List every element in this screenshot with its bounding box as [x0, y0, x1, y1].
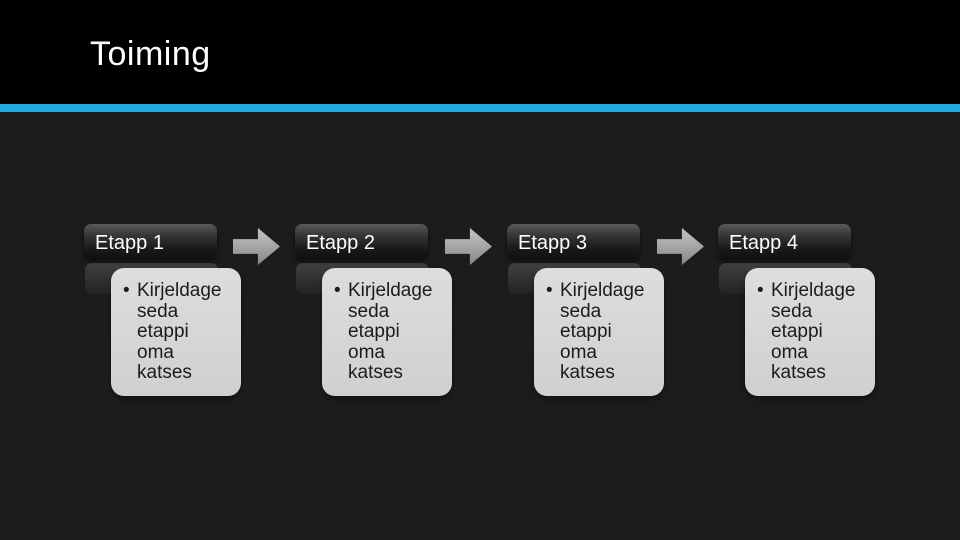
stage-1-label: Etapp 1: [95, 231, 164, 254]
bullet-icon: •: [546, 280, 553, 301]
stage-1-bullet-text: Kirjeldage seda etappi oma katses: [137, 280, 222, 383]
stage-4-card: • Kirjeldage seda etappi oma katses: [745, 268, 875, 396]
stage-4: Etapp 4 • Kirjeldage seda etappi oma kat…: [718, 224, 888, 399]
stage-3-bullet-text: Kirjeldage seda etappi oma katses: [560, 280, 645, 383]
stage-3-label: Etapp 3: [518, 231, 587, 254]
stage-4-header: Etapp 4: [718, 224, 851, 259]
stage-3: Etapp 3 • Kirjeldage seda etappi oma kat…: [507, 224, 677, 399]
stage-1: Etapp 1 • Kirjeldage seda etappi oma kat…: [84, 224, 254, 399]
stage-2-header: Etapp 2: [295, 224, 428, 259]
stage-4-bullet-text: Kirjeldage seda etappi oma katses: [771, 280, 856, 383]
stage-3-header: Etapp 3: [507, 224, 640, 259]
bullet-icon: •: [334, 280, 341, 301]
bullet-icon: •: [757, 280, 764, 301]
stage-3-card: • Kirjeldage seda etappi oma katses: [534, 268, 664, 396]
stage-4-label: Etapp 4: [729, 231, 798, 254]
title-band: [0, 0, 960, 104]
stage-2-card: • Kirjeldage seda etappi oma katses: [322, 268, 452, 396]
stage-2-label: Etapp 2: [306, 231, 375, 254]
slide-title: Toiming: [90, 35, 211, 73]
accent-divider: [0, 104, 960, 112]
stage-2-bullet-text: Kirjeldage seda etappi oma katses: [348, 280, 433, 383]
stage-1-card: • Kirjeldage seda etappi oma katses: [111, 268, 241, 396]
bullet-icon: •: [123, 280, 130, 301]
stage-2: Etapp 2 • Kirjeldage seda etappi oma kat…: [295, 224, 465, 399]
stage-1-header: Etapp 1: [84, 224, 217, 259]
